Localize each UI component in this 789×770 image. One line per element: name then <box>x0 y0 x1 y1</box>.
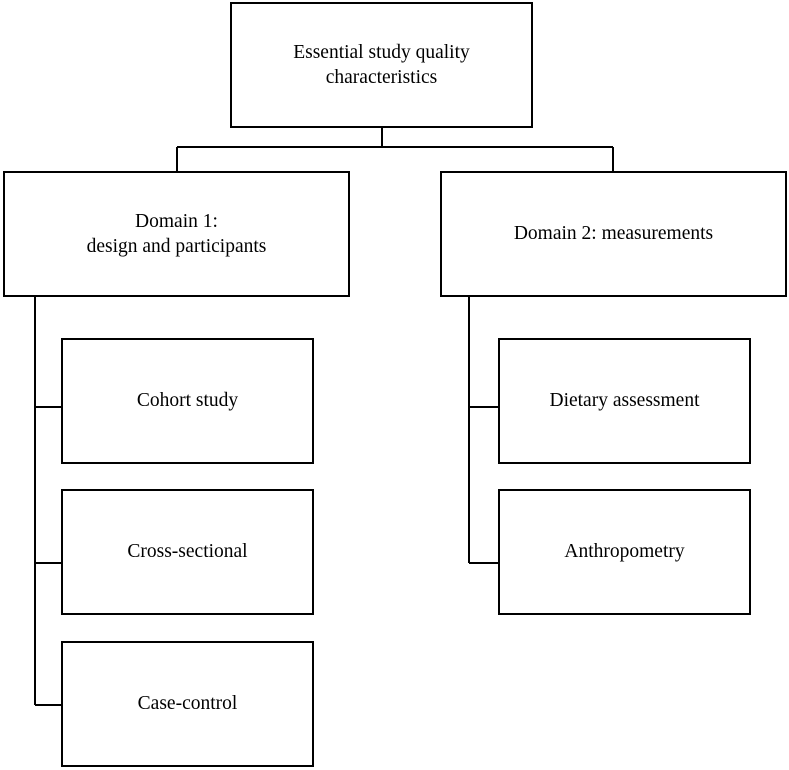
dietary-assessment-label: Dietary assessment <box>549 390 700 412</box>
anthropometry-label: Anthropometry <box>564 541 685 563</box>
case-control-node: Case-control <box>61 641 314 767</box>
domain-1-label: Domain 1: design and participants <box>86 210 267 257</box>
cohort-study-node: Cohort study <box>61 338 314 464</box>
cross-sectional-label: Cross-sectional <box>127 541 248 563</box>
domain-2-label: Domain 2: measurements <box>513 223 714 245</box>
root-node: Essential study quality characteristics <box>230 2 533 128</box>
cross-sectional-node: Cross-sectional <box>61 489 314 615</box>
root-node-label: Essential study quality characteristics <box>293 41 470 88</box>
domain-2-node: Domain 2: measurements <box>440 171 787 297</box>
dietary-assessment-node: Dietary assessment <box>498 338 751 464</box>
domain-1-node: Domain 1: design and participants <box>3 171 350 297</box>
case-control-label: Case-control <box>137 693 238 715</box>
anthropometry-node: Anthropometry <box>498 489 751 615</box>
cohort-study-label: Cohort study <box>136 390 239 412</box>
